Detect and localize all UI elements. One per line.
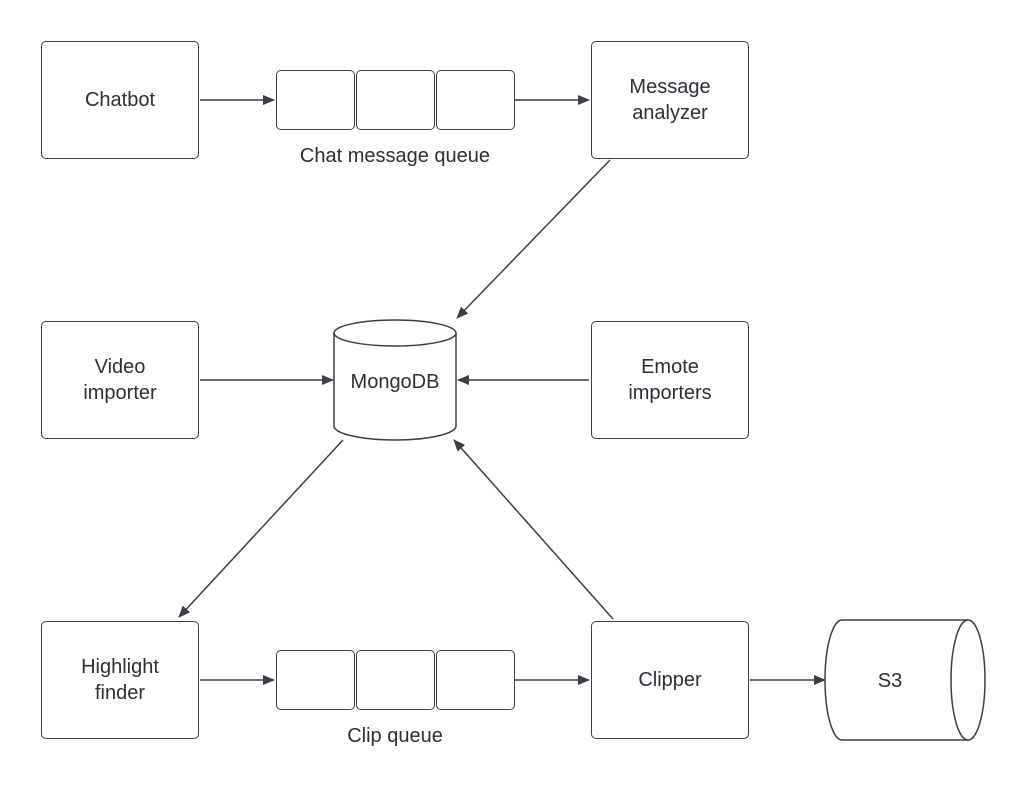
chatbot-node: Chatbot	[41, 41, 199, 159]
queue-cell	[436, 650, 515, 710]
queue-cell	[276, 650, 355, 710]
emote-importers-node: Emote importers	[591, 321, 749, 439]
mongodb-database-node: MongoDB	[333, 319, 457, 441]
video-importer-node: Video importer	[41, 321, 199, 439]
highlight-finder-node: Highlight finder	[41, 621, 199, 739]
queue-cell	[436, 70, 515, 130]
clip-queue-label: Clip queue	[347, 725, 443, 747]
s3-storage-node: S3	[824, 619, 986, 741]
arrow-clipper-to-mongodb	[453, 439, 614, 620]
clipper-node: Clipper	[591, 621, 749, 739]
message-analyzer-node: Message analyzer	[591, 41, 749, 159]
queue-cell	[356, 70, 435, 130]
queue-cell	[356, 650, 435, 710]
queue-cell	[276, 70, 355, 130]
arrow-message-analyzer-to-mongodb	[456, 159, 611, 319]
mongodb-label: MongoDB	[351, 371, 440, 393]
chat-message-queue-label: Chat message queue	[299, 145, 491, 167]
arrow-mongodb-to-highlight-finder	[178, 439, 344, 618]
s3-label: S3	[878, 670, 902, 692]
